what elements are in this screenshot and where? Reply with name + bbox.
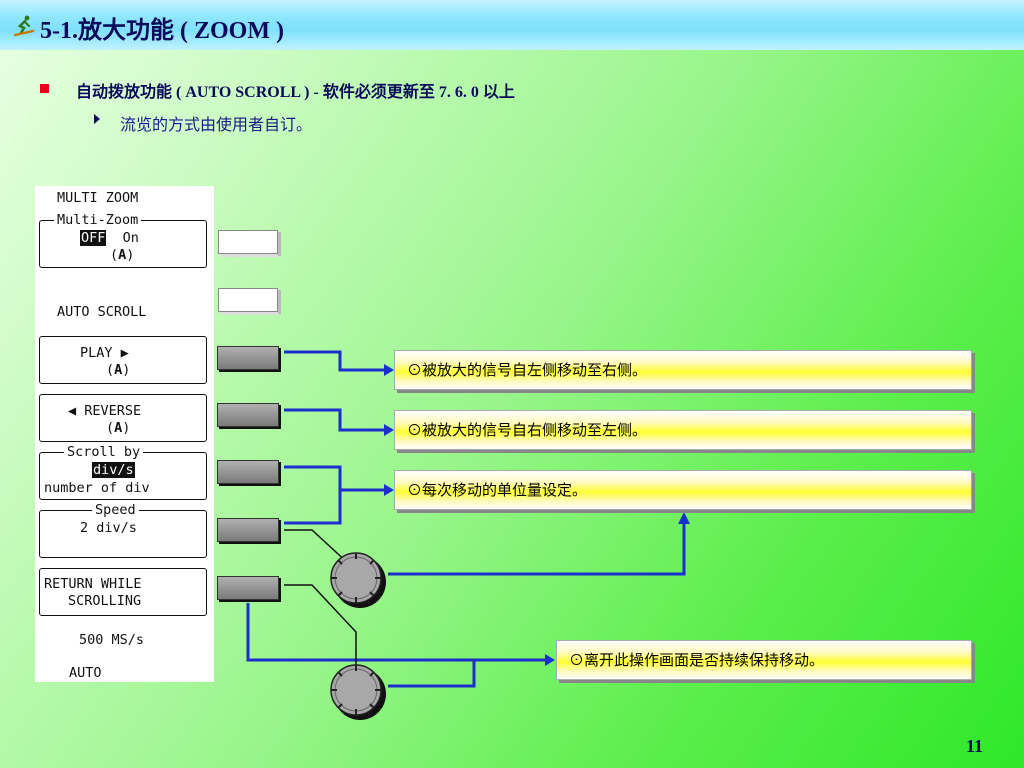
scroll-by-selected: div/s [92,462,135,478]
acquisition-mode: AUTO [69,665,102,681]
rotary-knob-icon[interactable] [330,552,386,608]
multi-zoom-softkey[interactable]: Multi-Zoom OFF On (A) [39,213,207,268]
bullet-custom-browse: 流览的方式由使用者自订。 [120,117,313,134]
auto-scroll-label: AUTO SCROLL [57,304,147,320]
arrowhead-reverse [384,424,394,436]
softkey-button-return-while[interactable] [217,576,279,600]
softkey-button-scroll-by[interactable] [217,460,279,484]
reverse-softkey[interactable]: ◀ REVERSE (A) [39,394,207,442]
sample-rate: 500 MS/s [79,632,145,648]
softkey-button-reverse[interactable] [217,403,279,427]
scroll-by-div-s: div/s [92,462,135,478]
callout-return-while: ⊙离开此操作画面是否持续保持移动。 [556,640,972,680]
softkey-button-play[interactable] [217,346,279,370]
arrowhead-up [678,512,690,524]
scroll-by-option: number of div [44,480,150,496]
speed-legend: Speed [92,503,139,517]
play-knob-hint: (A) [106,362,131,378]
leader-speed-knob [284,529,351,566]
arrowhead-scroll-by [384,484,394,496]
return-while-scrolling-softkey[interactable]: RETURN WHILE SCROLLING [39,568,207,616]
callout-scroll-unit: ⊙每次移动的单位量设定。 [394,470,972,510]
return-while-line2: SCROLLING [68,593,142,609]
connector-knob2 [388,660,476,688]
multi-zoom-toggle: OFF On [80,230,139,246]
multi-zoom-off: OFF [80,230,107,246]
title-bar: 5-1.放大功能 ( ZOOM ) [0,0,1024,50]
multi-zoom-on: On [122,230,139,246]
reverse-knob-hint: (A) [106,420,131,436]
page-title: 5-1.放大功能 ( ZOOM ) [40,18,284,44]
softkey-button-auto-scroll[interactable] [218,288,281,315]
scroll-by-softkey[interactable]: Scroll by div/s number of div [39,445,207,500]
arrowhead-play [384,364,394,376]
connector-scroll-by [284,465,384,492]
connector-knob1 [388,524,686,576]
bullet-square-icon [40,84,49,93]
leader-return-knob [284,584,357,668]
connector-speed [284,490,342,525]
play-softkey[interactable]: PLAY ▶ (A) [39,336,207,384]
multi-zoom-knob-hint: (A) [110,247,135,263]
scroll-by-legend: Scroll by [64,445,144,459]
skier-icon [13,15,35,37]
scope-menu-panel: MULTI ZOOM Multi-Zoom OFF On (A) AUTO SC… [35,186,214,682]
page-number: 11 [966,736,984,756]
multi-zoom-legend: Multi-Zoom [54,213,142,227]
connector-play [284,350,384,372]
callout-reverse: ⊙被放大的信号自右侧移动至左侧。 [394,410,972,450]
bullet-arrow-icon [94,114,100,124]
speed-value: 2 div/s [80,520,137,536]
arrowhead-return [545,654,555,666]
return-while-line1: RETURN WHILE [44,576,142,592]
knob-label: A [114,420,123,436]
rotary-knob-icon[interactable] [330,664,386,720]
softkey-button-speed[interactable] [217,518,279,542]
reverse-label: ◀ REVERSE [68,403,142,419]
bullet-auto-scroll: 自动拨放功能 ( AUTO SCROLL ) - 软件必须更新至 7. 6. 0… [76,84,515,101]
connector-return [246,603,545,662]
speed-softkey[interactable]: Speed 2 div/s [39,503,207,558]
knob-label: A [114,362,123,378]
softkey-button-multi-zoom[interactable] [218,230,281,257]
play-label: PLAY ▶ [80,345,129,361]
menu-header: MULTI ZOOM [57,190,139,206]
connector-reverse [284,408,384,432]
callout-play: ⊙被放大的信号自左侧移动至右侧。 [394,350,972,390]
knob-label: A [118,247,127,263]
